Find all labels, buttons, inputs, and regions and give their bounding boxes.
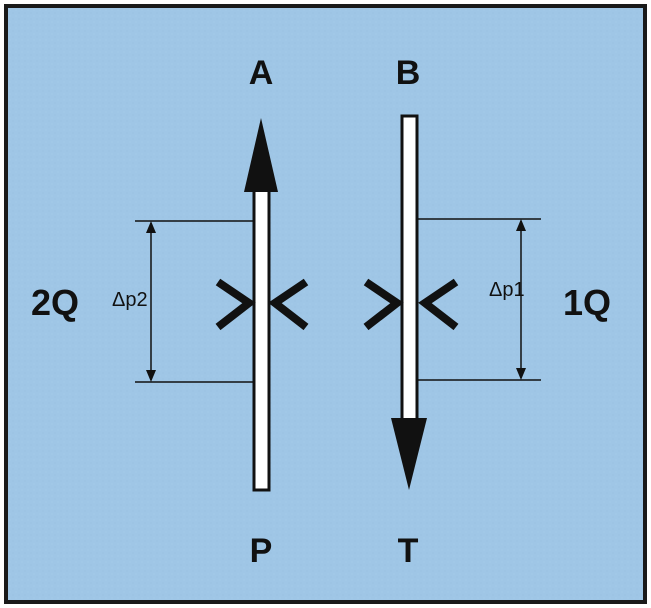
right-throttle-right-chevron [418,278,459,331]
left-throttle-right-chevron [268,278,309,331]
port-b-label: B [396,54,421,92]
arrow-up-icon [244,118,278,192]
right-flow-label: 1Q [563,282,611,323]
right-pressure-drop-label: Δp1 [489,279,525,301]
right-pressure-dimension [417,218,541,381]
port-t-label: T [398,532,419,570]
port-p-label: P [250,532,273,570]
left-throttle-left-chevron [215,278,256,331]
pipe-b-to-t [400,114,419,426]
left-pressure-drop-label: Δp2 [112,289,148,311]
left-flow-label: 2Q [31,282,79,323]
port-a-label: A [249,54,274,92]
pipe-p-to-a [252,188,271,492]
background-texture [8,8,643,600]
right-throttle-left-chevron [363,278,404,331]
left-pressure-dimension [135,220,254,383]
arrow-down-icon [391,418,427,490]
